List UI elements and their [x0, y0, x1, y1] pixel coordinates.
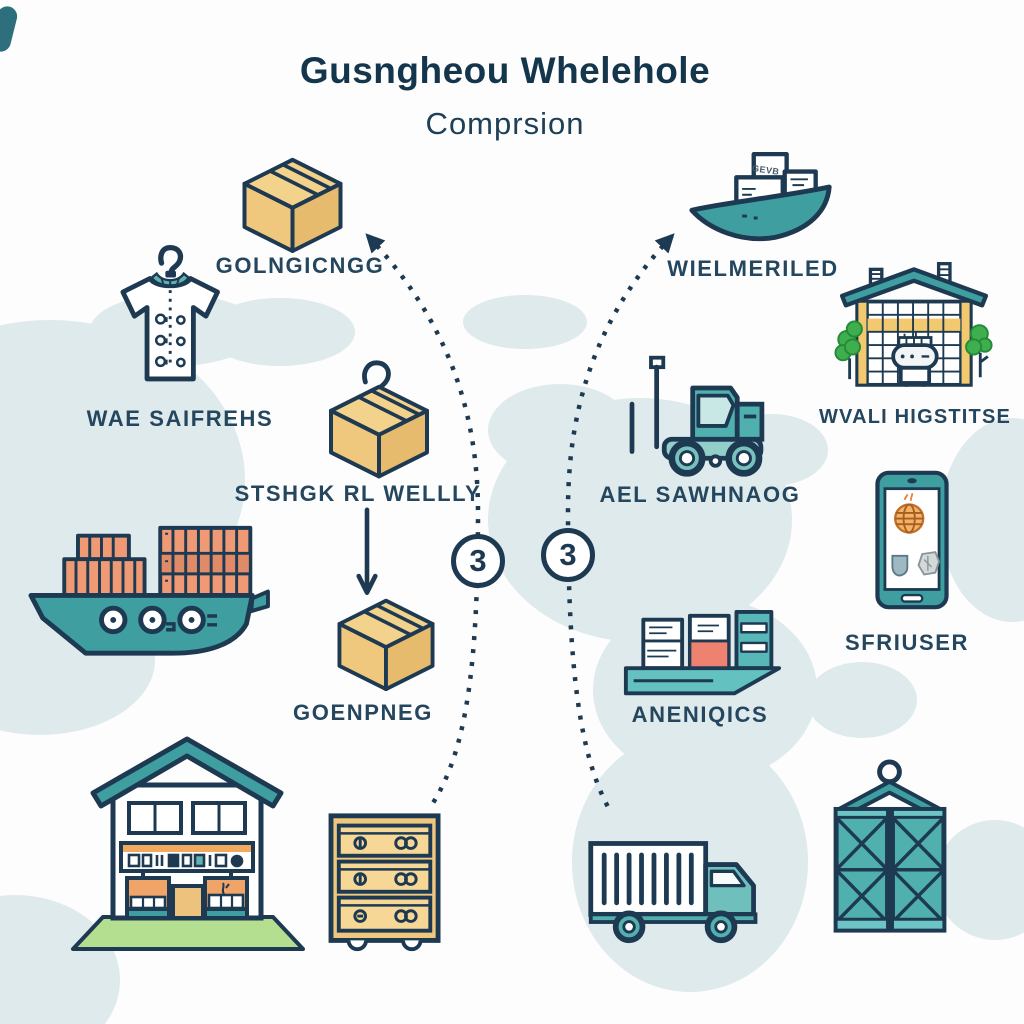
drawer-cabinet-icon [325, 810, 447, 956]
outgoing-box-label: GOENPNEG [293, 700, 433, 725]
tshirt-icon [92, 222, 232, 392]
stock-box-label: STSHGK RL WELLLY [234, 481, 482, 506]
page-title: Gusngheou Whelehole [299, 50, 711, 91]
phone-label: SFRIUSER [844, 630, 970, 655]
container-ship-icon [25, 522, 270, 664]
forklift-label: AEL SAWHNAOG [599, 482, 801, 507]
incoming-box-icon [235, 155, 350, 255]
shelf-icon [620, 608, 785, 705]
incoming-box-label: GOLNGICNGG [215, 253, 385, 278]
step-badge-right: 3 [541, 528, 595, 582]
shelf-label: ANENIQICS [631, 702, 769, 727]
cargo-boat-label: WIELMERILED [667, 256, 839, 281]
page-subtitle: Comprsion [425, 106, 585, 141]
warehouse-label: WVALI HIGSTITSE [818, 406, 1012, 428]
stock-box-icon [303, 350, 455, 482]
truck-icon [585, 832, 767, 945]
forklift-icon [620, 352, 772, 480]
step-badge-right-number: 3 [559, 537, 577, 572]
down-arrow-icon [355, 507, 379, 600]
tshirt-label: WAE SAIFREHS [86, 406, 274, 431]
phone-icon [872, 470, 952, 610]
step-badge-left-number: 3 [469, 543, 487, 578]
cargo-boat-icon [686, 151, 836, 254]
gates-icon [828, 758, 952, 941]
warehouse-icon [834, 258, 993, 400]
step-badge-left: 3 [451, 534, 505, 588]
outgoing-box-icon [312, 596, 460, 693]
storefront-icon [65, 723, 310, 953]
